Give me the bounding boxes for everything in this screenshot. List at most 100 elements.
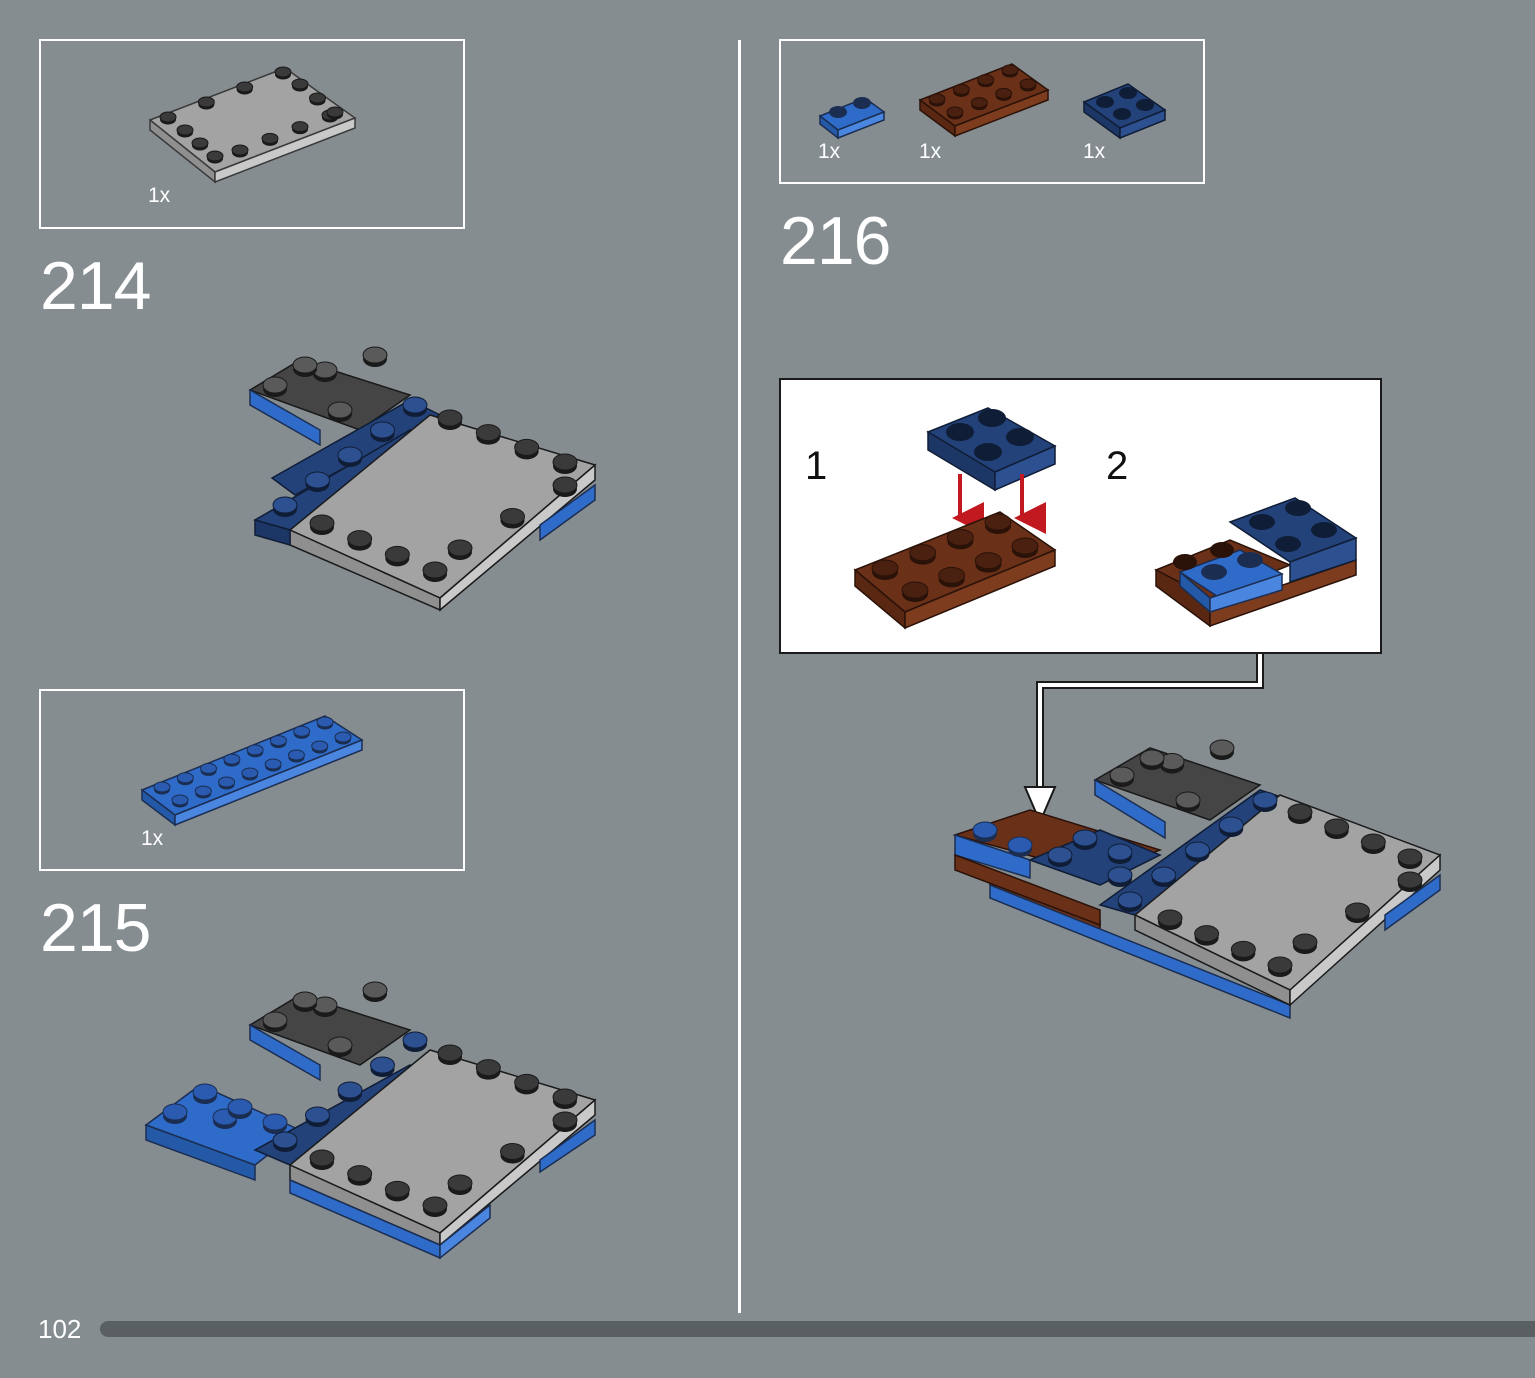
brick-stud-top: [1107, 866, 1133, 884]
brick-stud-top: [1209, 739, 1235, 757]
brick-stud-top: [293, 725, 311, 737]
column-divider: [738, 40, 741, 1313]
brick-stud-top: [1117, 891, 1143, 909]
brick-stud-top: [176, 124, 194, 136]
callout-substep-2-assembly: [1154, 497, 1358, 628]
brick-stud-top: [972, 821, 998, 839]
brick-stud-top: [1007, 836, 1033, 854]
brick-stud-top: [977, 74, 995, 86]
brick-stud-top: [552, 1111, 578, 1129]
model-step-216: [952, 739, 1442, 1020]
brick-stud-top: [928, 93, 946, 105]
brick-stud-top: [995, 87, 1013, 99]
brick-stud-top: [901, 581, 929, 599]
brick-stud-top: [305, 471, 330, 489]
brick-stud-top: [1157, 909, 1183, 927]
brick-stud-top: [552, 476, 578, 494]
brick-stud-top: [952, 83, 970, 95]
brick-stud-top: [309, 514, 335, 532]
brick-stud-top: [292, 356, 318, 374]
brick-stud-top: [402, 396, 428, 414]
brick-stud-top: [194, 785, 212, 797]
page-number: 102: [38, 1314, 82, 1344]
brick-stud-top: [262, 376, 288, 394]
brick-stud-top: [984, 513, 1012, 531]
brick-stud-top: [871, 559, 899, 577]
brick-stud-top: [191, 137, 209, 149]
brick-stud-top: [447, 1174, 473, 1192]
brick-stud-top: [1292, 933, 1318, 951]
brick-stud-top: [1252, 791, 1278, 809]
brick-stud-top: [305, 1106, 330, 1124]
brick-stud-top: [362, 981, 388, 999]
brick-stud-top: [514, 438, 540, 456]
brick-stud-top: [1324, 818, 1350, 836]
brick-stud-top: [946, 528, 974, 546]
brick-stud-top: [337, 446, 363, 464]
brick-stud-top: [970, 97, 988, 109]
brick-stud-top: [176, 772, 194, 784]
brick-stud-top: [946, 106, 964, 118]
brick-stud-top: [370, 1056, 395, 1074]
brick-stud-top: [246, 744, 264, 756]
brick-stud-top: [475, 424, 501, 442]
brick-stud-top: [1151, 866, 1177, 884]
part-blue-1x2-plate: [818, 97, 886, 140]
brick-stud-top: [309, 92, 326, 104]
brick-stud-top: [327, 1036, 353, 1054]
brick-stud-top: [327, 401, 353, 419]
brick-stud-top: [337, 1081, 363, 1099]
brick-stud-top: [437, 1044, 463, 1062]
brick-stud-top: [347, 1165, 373, 1183]
part-light-gray-plate: [148, 66, 357, 184]
brick-stud-top: [272, 1131, 298, 1149]
callout-arrow: [1023, 654, 1264, 825]
brick-stud-top: [1175, 791, 1201, 809]
brick-stud-top: [241, 767, 259, 779]
brick-stud-top: [909, 544, 937, 562]
brick-stud-top: [447, 539, 473, 557]
brick-stud-top: [153, 781, 171, 793]
brick-stud-top: [1397, 871, 1423, 889]
brick-stud-top: [500, 1143, 525, 1160]
part-quantity: 1x: [148, 184, 171, 207]
brick-stud-top: [326, 106, 344, 118]
brick-stud-top: [1072, 829, 1098, 847]
brick-stud-top: [261, 132, 279, 144]
parts-box-step-216: [779, 39, 1205, 184]
brick-stud-top: [1011, 537, 1039, 555]
step-number-216: 216: [780, 203, 891, 279]
brick-stud-top: [218, 776, 236, 788]
brick-stud-top: [347, 530, 373, 548]
brick-stud-top: [1019, 78, 1037, 90]
brick-stud-top: [1109, 766, 1135, 784]
brick-stud-top: [938, 566, 966, 584]
brick-stud-top: [269, 735, 287, 747]
brick-stud-top: [1345, 902, 1370, 920]
brick-stud-top: [1194, 925, 1220, 943]
brick-stud-top: [1287, 803, 1313, 821]
substep-number-2: 2: [1106, 444, 1129, 488]
brick-stud-top: [402, 1031, 428, 1049]
brick-stud-top: [974, 552, 1002, 570]
brick-stud-top: [316, 716, 334, 728]
brick-stud-top: [291, 121, 309, 133]
brick-stud-top: [262, 1113, 288, 1131]
brick-stud-top: [200, 762, 218, 774]
brick-stud-top: [309, 1149, 335, 1167]
callout-red-arrows: [952, 474, 1046, 534]
brick-stud-top: [500, 508, 525, 525]
brick-stud-top: [1397, 848, 1423, 866]
brick-stud-top: [552, 1088, 578, 1106]
brick-stud-top: [197, 96, 215, 108]
brick-stud-top: [223, 753, 241, 765]
brick-stud-top: [311, 740, 329, 752]
part-quantity: 1x: [1083, 140, 1106, 163]
callout-substep-1-brown-plate: [853, 511, 1057, 630]
brick-stud-top: [264, 758, 282, 770]
part-quantity: 1x: [141, 827, 164, 850]
part-quantity: 1x: [818, 140, 841, 163]
brick-stud-top: [514, 1073, 540, 1091]
brick-stud-top: [272, 496, 298, 514]
